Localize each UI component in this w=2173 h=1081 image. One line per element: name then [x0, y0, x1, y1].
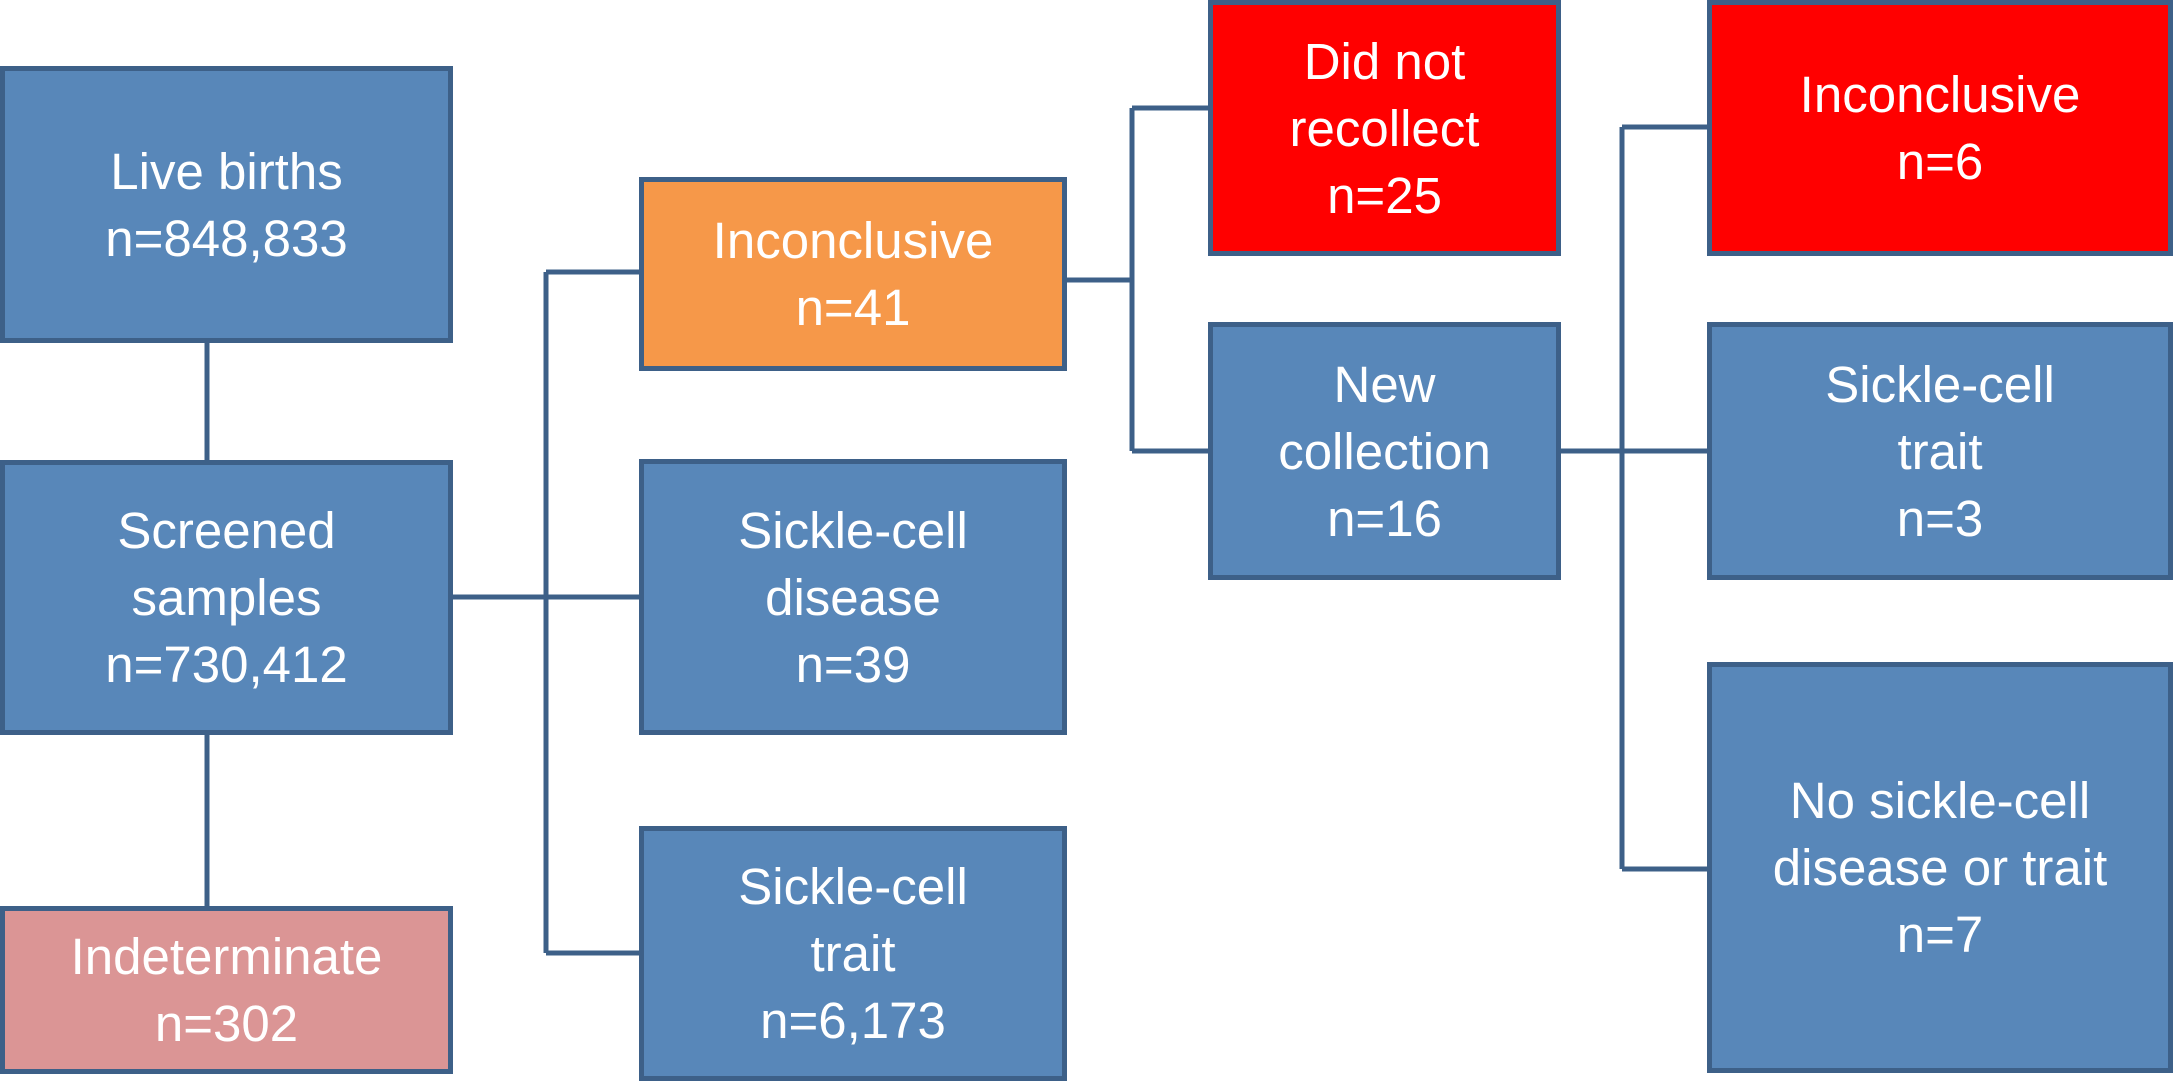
sickle-cell-disease-label-2: disease [765, 568, 941, 626]
no-disease-or-trait-label-1: No sickle-cell [1789, 772, 2091, 829]
live-births-box: Live births n=848,833 [0, 66, 453, 343]
inconclusive-second-label: Inconclusive [1799, 66, 2081, 123]
live-births-count: n=848,833 [105, 209, 348, 267]
screened-samples-label-2: samples [131, 569, 322, 626]
inconclusive-second-count: n=6 [1896, 133, 1984, 190]
indeterminate-count: n=302 [154, 995, 299, 1052]
screened-samples-label-1: Screened [117, 502, 336, 559]
no-disease-or-trait-label-2: disease or trait [1772, 839, 2108, 896]
inconclusive-second-box: Inconclusive n=6 [1707, 0, 2173, 256]
sickle-cell-disease-count: n=39 [795, 635, 911, 693]
indeterminate-label: Indeterminate [70, 928, 383, 985]
inconclusive-first-label: Inconclusive [712, 212, 994, 269]
did-not-recollect-count: n=25 [1327, 166, 1442, 224]
sickle-cell-trait-second-count: n=3 [1896, 489, 1984, 547]
sickle-cell-disease-box: Sickle-cell disease n=39 [639, 459, 1067, 735]
sickle-cell-trait-second-label-1: Sickle-cell [1825, 355, 2055, 413]
did-not-recollect-label-2: recollect [1289, 99, 1480, 157]
did-not-recollect-box: Did not recollect n=25 [1208, 0, 1561, 256]
sickle-cell-trait-second-label-2: trait [1897, 422, 1983, 480]
sickle-cell-trait-first-label-2: trait [810, 925, 896, 982]
did-not-recollect-label-1: Did not [1303, 32, 1466, 90]
sickle-cell-trait-second-box: Sickle-cell trait n=3 [1707, 322, 2173, 580]
sickle-cell-trait-first-count: n=6,173 [760, 992, 946, 1049]
sickle-cell-disease-label-1: Sickle-cell [738, 501, 968, 559]
no-disease-or-trait-count: n=7 [1896, 906, 1984, 963]
new-collection-box: New collection n=16 [1208, 322, 1561, 580]
live-births-label: Live births [110, 142, 343, 200]
sickle-cell-trait-first-label-1: Sickle-cell [738, 858, 968, 915]
new-collection-count: n=16 [1327, 489, 1442, 547]
no-disease-or-trait-box: No sickle-cell disease or trait n=7 [1707, 662, 2173, 1073]
new-collection-label-1: New [1333, 355, 1436, 413]
inconclusive-first-box: Inconclusive n=41 [639, 177, 1067, 371]
indeterminate-box: Indeterminate n=302 [0, 906, 453, 1074]
screened-samples-count: n=730,412 [105, 636, 348, 693]
sickle-cell-trait-first-box: Sickle-cell trait n=6,173 [639, 826, 1067, 1081]
inconclusive-first-count: n=41 [795, 279, 911, 336]
screened-samples-box: Screened samples n=730,412 [0, 460, 453, 735]
new-collection-label-2: collection [1278, 422, 1491, 480]
